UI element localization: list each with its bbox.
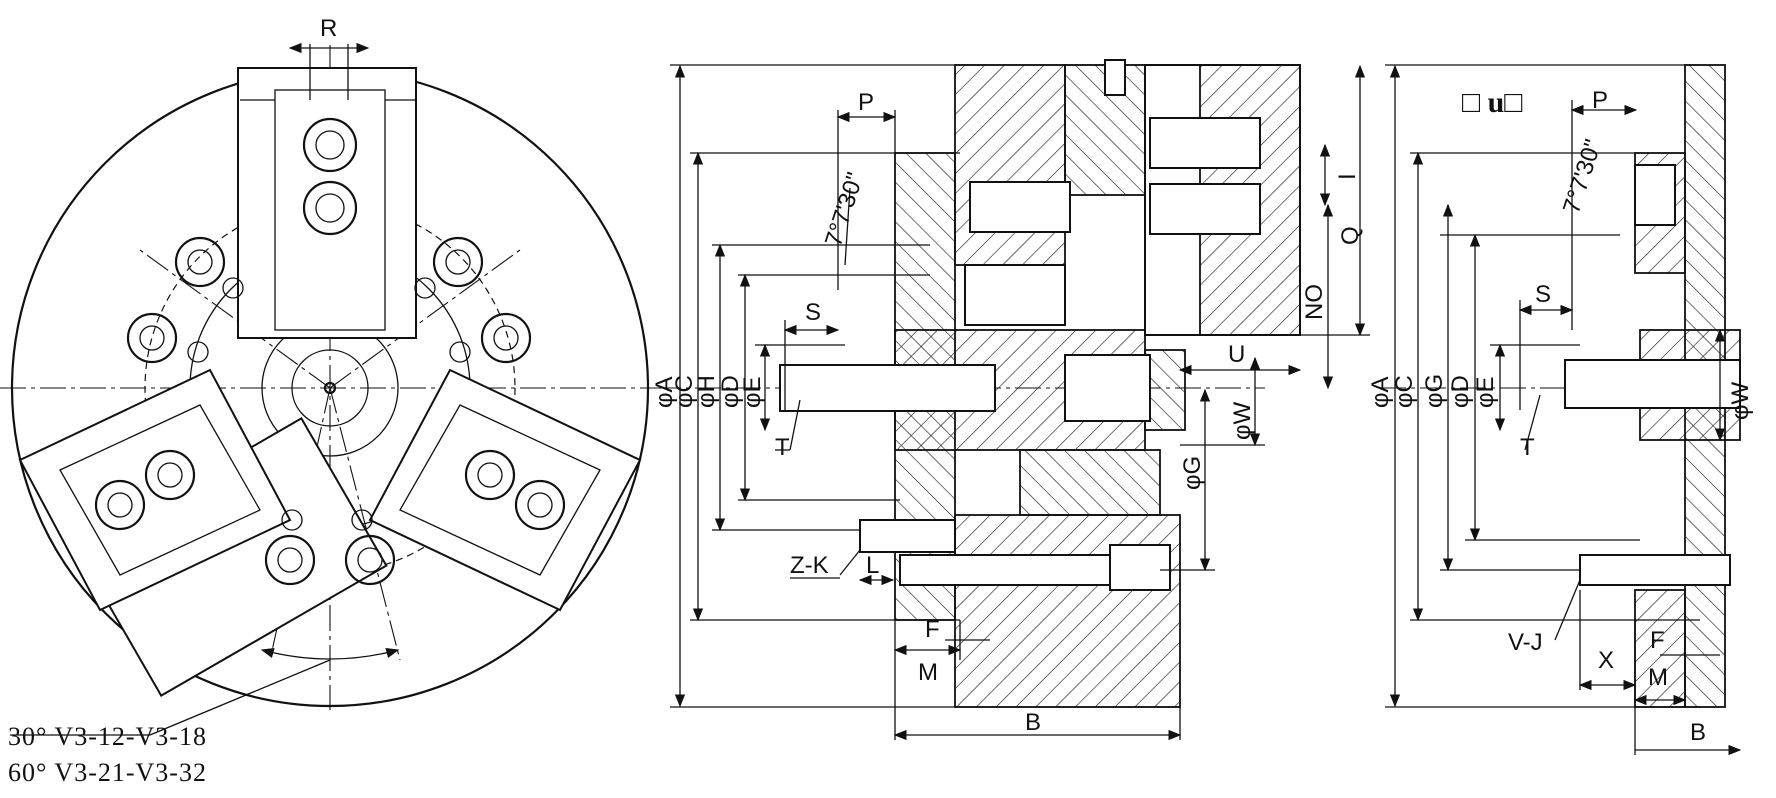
variant-label-S: S bbox=[1535, 281, 1551, 308]
variant-label-M: M bbox=[1648, 664, 1668, 691]
front-view: R bbox=[0, 15, 660, 736]
variant-label-phi-W: φW bbox=[1727, 381, 1754, 420]
chuck-body-section-upper bbox=[954, 64, 1066, 266]
bolts-section bbox=[779, 59, 1261, 591]
chuck-body-section-lower bbox=[954, 514, 1181, 708]
label-F: F bbox=[925, 616, 940, 643]
variant-label-T: T bbox=[1520, 434, 1535, 461]
label-R: R bbox=[320, 15, 337, 42]
label-phi-A: φA bbox=[651, 376, 678, 408]
section-view: P 7°7'30" S T Z-K L F M B I Q NO U φW φG… bbox=[651, 59, 1370, 741]
variant-label-F: F bbox=[1650, 627, 1665, 654]
label-phi-E: φE bbox=[739, 376, 766, 408]
label-phi-D: φD bbox=[717, 375, 744, 408]
label-NO: NO bbox=[1301, 284, 1328, 320]
label-phi-H: φH bbox=[693, 375, 720, 408]
mounting-bolts bbox=[126, 236, 532, 586]
label-I: I bbox=[1334, 173, 1361, 180]
variant-label-phi-C: φC bbox=[1391, 375, 1418, 408]
angle-arc bbox=[260, 647, 400, 660]
label-L: L bbox=[866, 552, 879, 579]
variant-title: □ u□ bbox=[1462, 86, 1523, 119]
variant-label-B: B bbox=[1690, 719, 1706, 746]
angle-note-30: 30° V3-12-V3-18 bbox=[8, 722, 207, 751]
variant-label-phi-A: φA bbox=[1367, 376, 1394, 408]
variant-label-phi-D: φD bbox=[1447, 375, 1474, 408]
top-jaw bbox=[237, 42, 417, 339]
variant-label-phi-E: φE bbox=[1472, 376, 1499, 408]
label-M: M bbox=[918, 659, 938, 686]
angle-note-60: 60° V3-21-V3-32 bbox=[8, 758, 207, 787]
variant-label-V-J: V-J bbox=[1508, 629, 1543, 656]
angle-leader bbox=[149, 659, 331, 736]
label-Q: Q bbox=[1337, 226, 1364, 245]
label-S: S bbox=[805, 299, 821, 326]
variant-label-P: P bbox=[1592, 87, 1608, 114]
label-T: T bbox=[775, 434, 790, 461]
label-U: U bbox=[1228, 341, 1245, 368]
variant-label-angle: 7°7'30" bbox=[1558, 136, 1607, 217]
label-phi-G: φG bbox=[1179, 456, 1206, 490]
label-phi-W: φW bbox=[1229, 401, 1256, 440]
label-angle: 7°7'30" bbox=[820, 169, 869, 250]
label-B: B bbox=[1025, 709, 1041, 736]
jaw-lower-left-detail bbox=[18, 368, 292, 612]
variant-view: □ u□ P 7°7'30" S T V-J X F M B φW φA φC … bbox=[1367, 64, 1754, 756]
label-phi-C: φC bbox=[671, 375, 698, 408]
label-Z-K: Z-K bbox=[790, 552, 829, 579]
variant-label-phi-G: φG bbox=[1421, 374, 1448, 408]
label-P: P bbox=[858, 89, 874, 116]
radial-centerline-right bbox=[329, 387, 401, 661]
variant-label-X: X bbox=[1598, 647, 1614, 674]
jaw-lower-right-detail bbox=[368, 368, 642, 612]
